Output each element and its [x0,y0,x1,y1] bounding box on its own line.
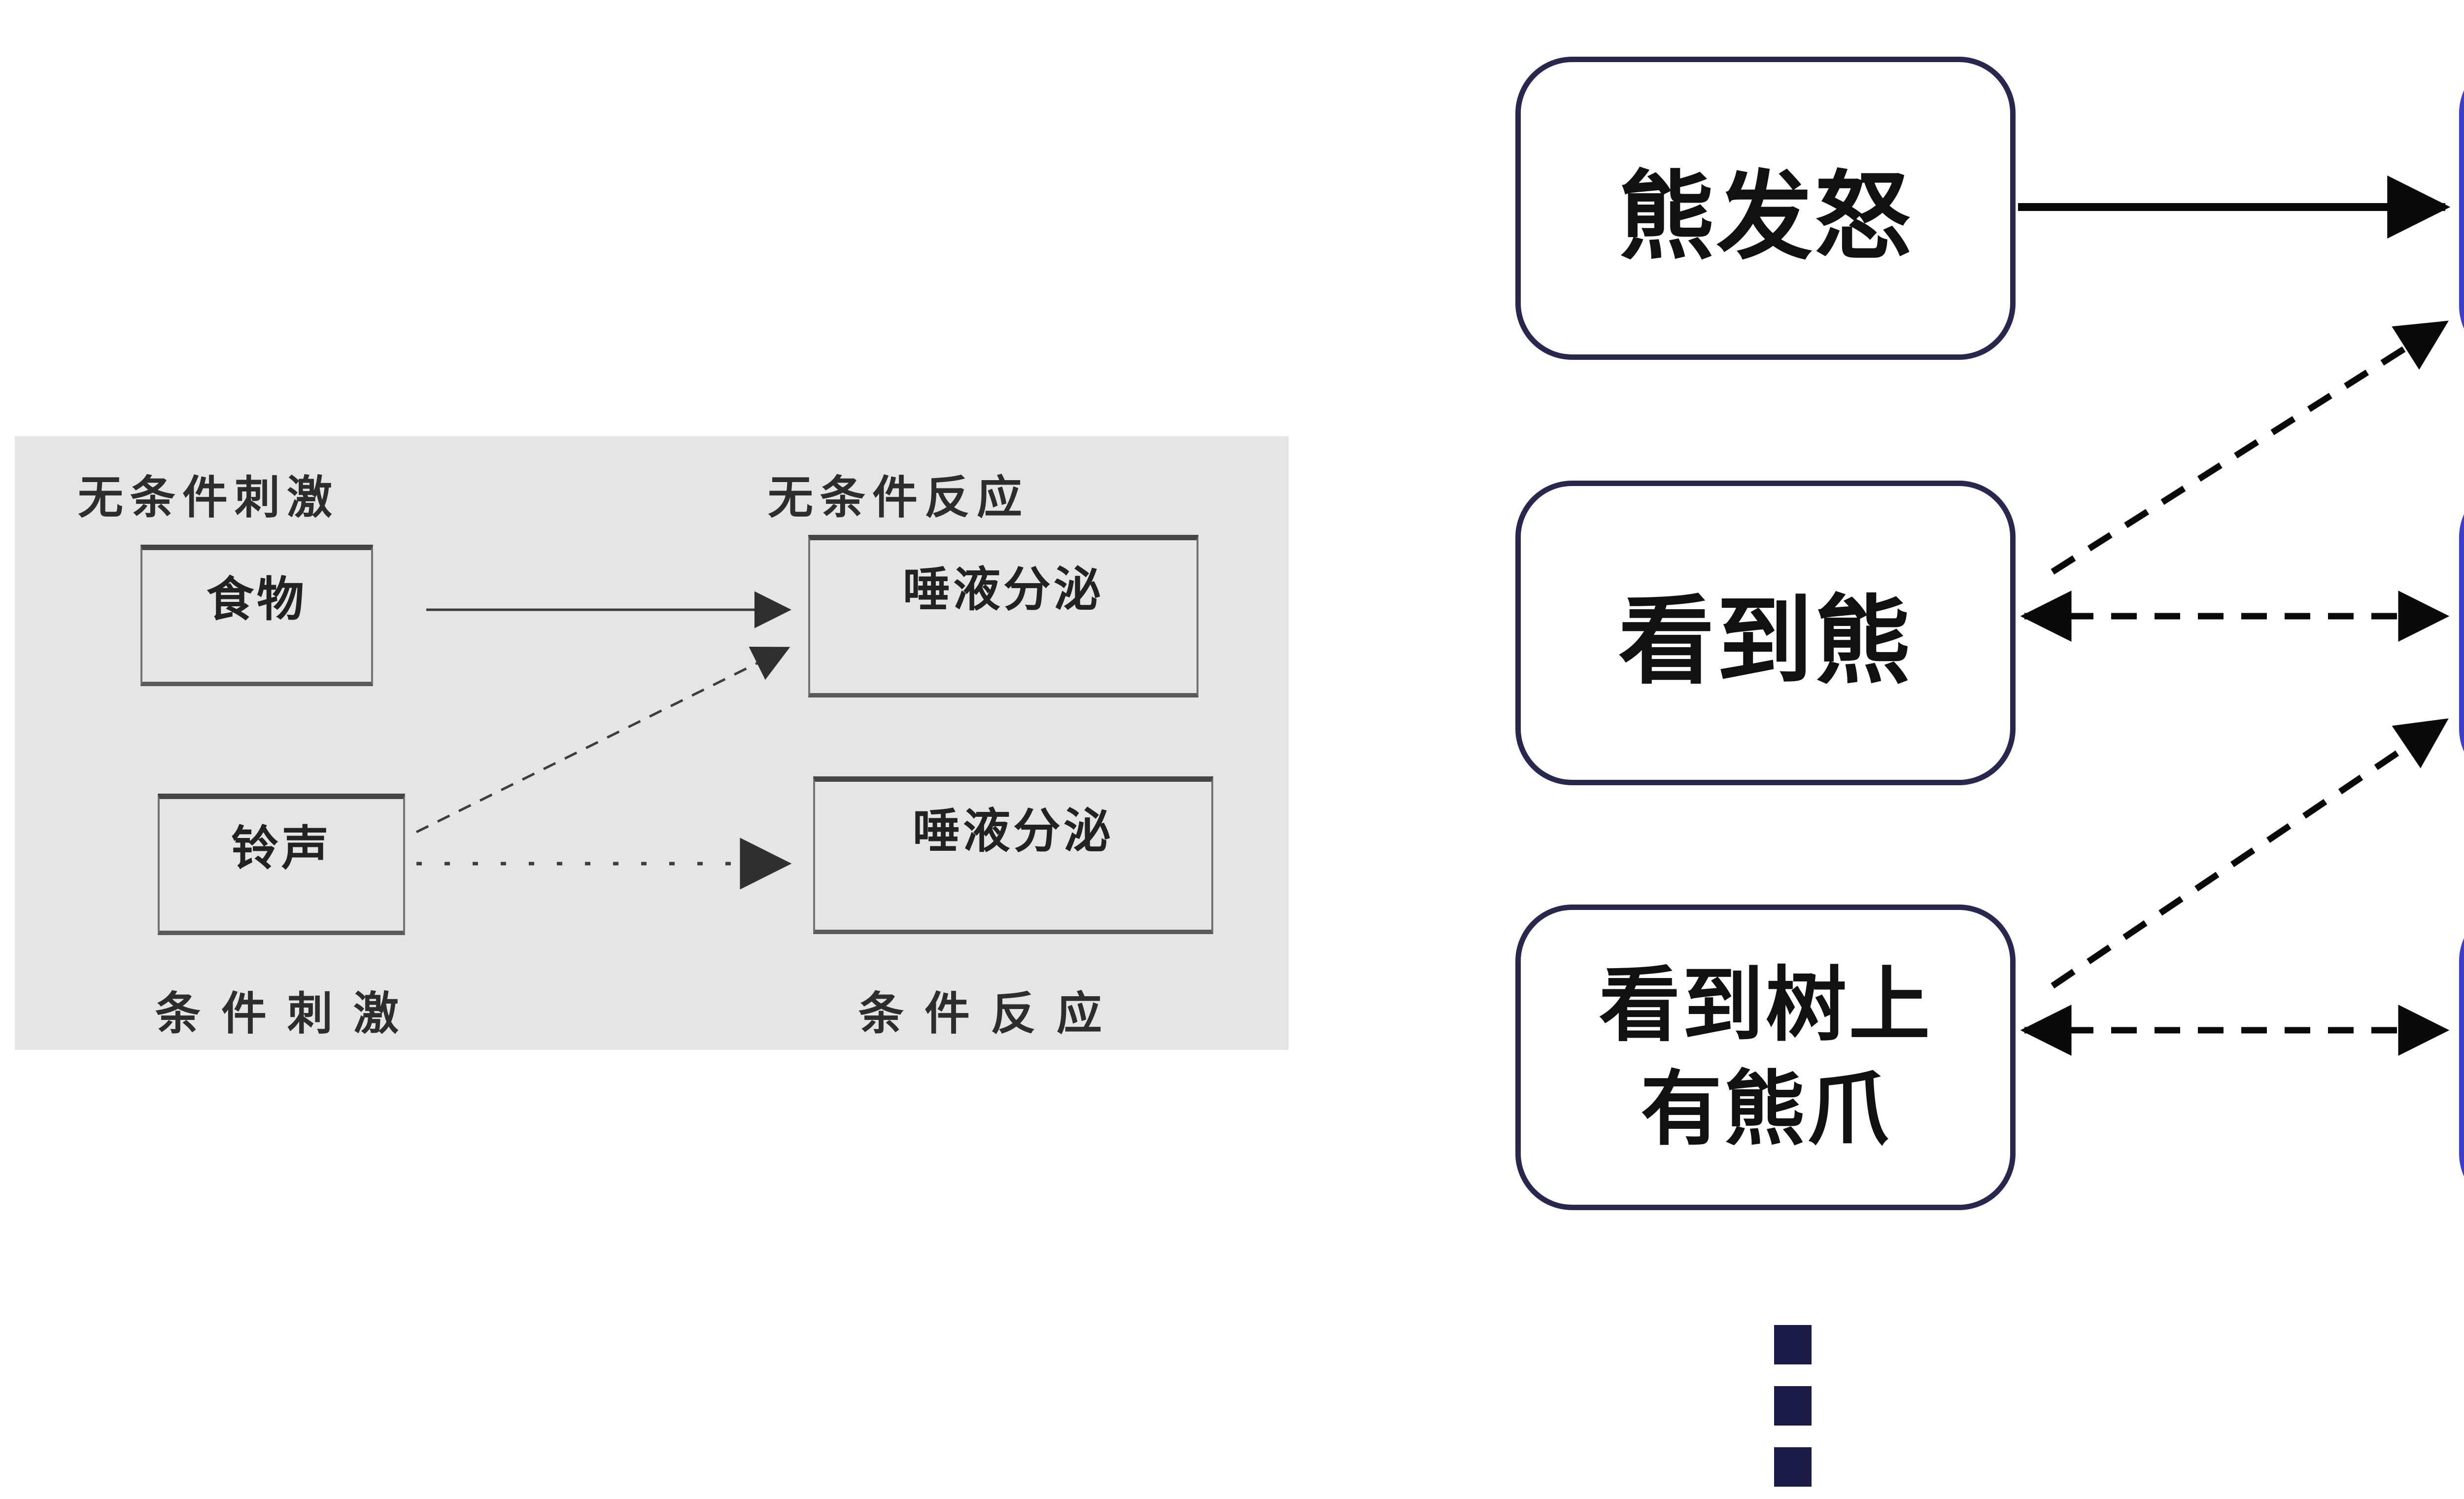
salivation-bottom-label: 唾液分泌 [913,803,1114,859]
bear-angry-node: 熊发怒 [1515,57,2016,360]
label-conditioned-response: 条件反应 [858,987,1123,1040]
arrow-seeclaw-to-vsprime-dashed [2051,718,2449,989]
bear-angry-label: 熊发怒 [1618,160,1913,273]
label-conditioned-stimulus: 条件刺激 [155,987,420,1040]
see-bear-node: 看到熊 [1515,481,2016,785]
see-claw-label-line2: 有熊爪 [1641,1062,1890,1156]
see-claw-label-line1: 看到树上 [1599,957,1932,1052]
label-unconditioned-stimulus: 无条件刺激 [78,471,340,524]
bell-box: 铃声 [158,794,405,935]
value-next-state-node: V(s′) [2459,481,2464,785]
salivation-bottom-box: 唾液分泌 [813,776,1213,934]
ellipsis-dark-dot-2 [1774,1386,1812,1426]
food-box-label: 食物 [206,572,307,627]
see-bear-label: 看到熊 [1618,585,1913,697]
arrow-seebear-to-reward-dashed [2051,320,2449,575]
label-unconditioned-response: 无条件反应 [768,471,1029,524]
salivation-top-label: 唾液分泌 [903,562,1104,617]
see-claw-node: 看到树上 有熊爪 [1515,905,2016,1210]
food-box: 食物 [140,545,373,686]
ellipsis-dark-dot-3 [1774,1447,1812,1487]
value-state-node: V(s) [2459,905,2464,1210]
reward-node: 奖励 [2459,57,2464,362]
salivation-top-box: 唾液分泌 [808,535,1198,697]
bell-box-label: 铃声 [231,821,332,876]
ellipsis-dark-dot-1 [1774,1325,1812,1364]
pavlov-panel [15,436,1289,1050]
